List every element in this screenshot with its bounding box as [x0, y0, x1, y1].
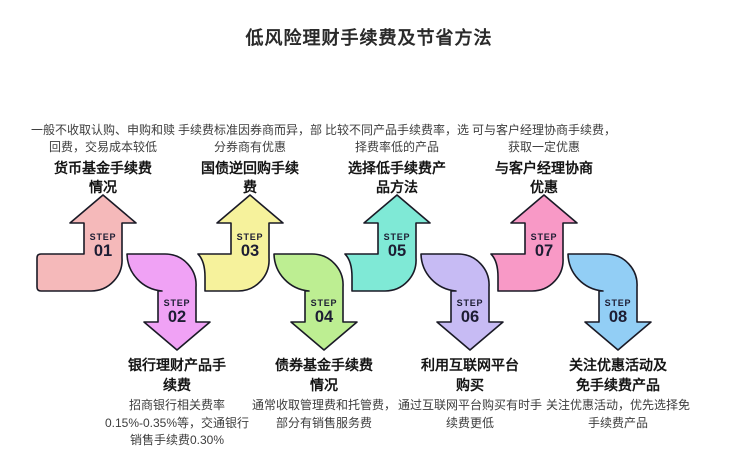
step-word-label: STEP — [457, 298, 484, 308]
step-description: 关注优惠活动，优先选择免手续费产品 — [545, 398, 690, 430]
step-number-label: 02 — [168, 308, 186, 326]
step-heading: 选择低手续费产品方法 — [348, 159, 446, 196]
page-title: 低风险理财手续费及节省方法 — [245, 28, 493, 48]
step-text-block-07: 可与客户经理协商手续费，获取一定优惠与客户经理协商优惠 — [459, 104, 629, 198]
step-heading: 银行理财产品手续费 — [128, 357, 226, 393]
step-description: 比较不同产品手续费率，选择费率低的产品 — [324, 123, 469, 155]
step-arrow-01 — [36, 194, 137, 292]
step-number-label: 08 — [609, 308, 627, 326]
step-word-label: STEP — [531, 232, 558, 242]
step-number-label: 07 — [535, 242, 553, 260]
step-arrow-07 — [490, 194, 578, 292]
step-text-block-03: 手续费标准因券商而异，部分券商有优惠国债逆回购手续费 — [165, 104, 335, 198]
step-description: 手续费标准因券商而异，部分券商有优惠 — [177, 123, 322, 155]
step-arrow-05 — [344, 194, 431, 292]
step-heading: 债券基金手续费情况 — [275, 357, 373, 393]
step-text-block-04: 债券基金手续费情况通常收取管理费和托管费，部分有销售服务费 — [239, 356, 409, 432]
step-heading: 关注优惠活动及免手续费产品 — [569, 357, 667, 393]
step-word-label: STEP — [164, 298, 191, 308]
step-number-label: 06 — [461, 308, 479, 326]
step-arrow-08 — [567, 253, 652, 351]
step-word-label: STEP — [311, 298, 338, 308]
step-description: 招商银行相关费率0.15%-0.35%等，交通银行销售手续费0.30% — [104, 398, 250, 447]
step-arrow-02 — [126, 253, 211, 351]
step-description: 一般不收取认购、申购和赎回费，交易成本较低 — [30, 123, 175, 155]
step-number-label: 01 — [94, 242, 112, 260]
step-description: 通过互联网平台购买有时手续费更低 — [397, 398, 542, 430]
step-description: 通常收取管理费和托管费，部分有销售服务费 — [251, 398, 396, 430]
step-word-label: STEP — [237, 232, 264, 242]
step-text-block-02: 银行理财产品手续费招商银行相关费率0.15%-0.35%等，交通银行销售手续费0… — [92, 356, 262, 449]
step-number-label: 04 — [315, 308, 334, 326]
step-number-label: 05 — [388, 242, 406, 260]
step-text-block-08: 关注优惠活动及免手续费产品关注优惠活动，优先选择免手续费产品 — [533, 356, 703, 432]
step-heading: 国债逆回购手续费 — [201, 159, 299, 196]
step-arrow-03 — [197, 194, 284, 292]
step-heading: 利用互联网平台购买 — [421, 357, 519, 393]
step-heading: 货币基金手续费情况 — [54, 159, 152, 196]
step-word-label: STEP — [384, 232, 411, 242]
step-text-block-01: 一般不收取认购、申购和赎回费，交易成本较低货币基金手续费情况 — [18, 104, 188, 198]
step-arrow-04 — [273, 253, 358, 351]
step-description: 可与客户经理协商手续费，获取一定优惠 — [471, 123, 616, 155]
step-text-block-05: 比较不同产品手续费率，选择费率低的产品选择低手续费产品方法 — [312, 104, 482, 198]
step-number-label: 03 — [241, 242, 259, 260]
step-word-label: STEP — [90, 232, 117, 242]
step-text-block-06: 利用互联网平台购买通过互联网平台购买有时手续费更低 — [385, 356, 555, 432]
step-heading: 与客户经理协商优惠 — [495, 159, 593, 196]
step-word-label: STEP — [605, 298, 632, 308]
step-arrow-06 — [420, 253, 504, 351]
